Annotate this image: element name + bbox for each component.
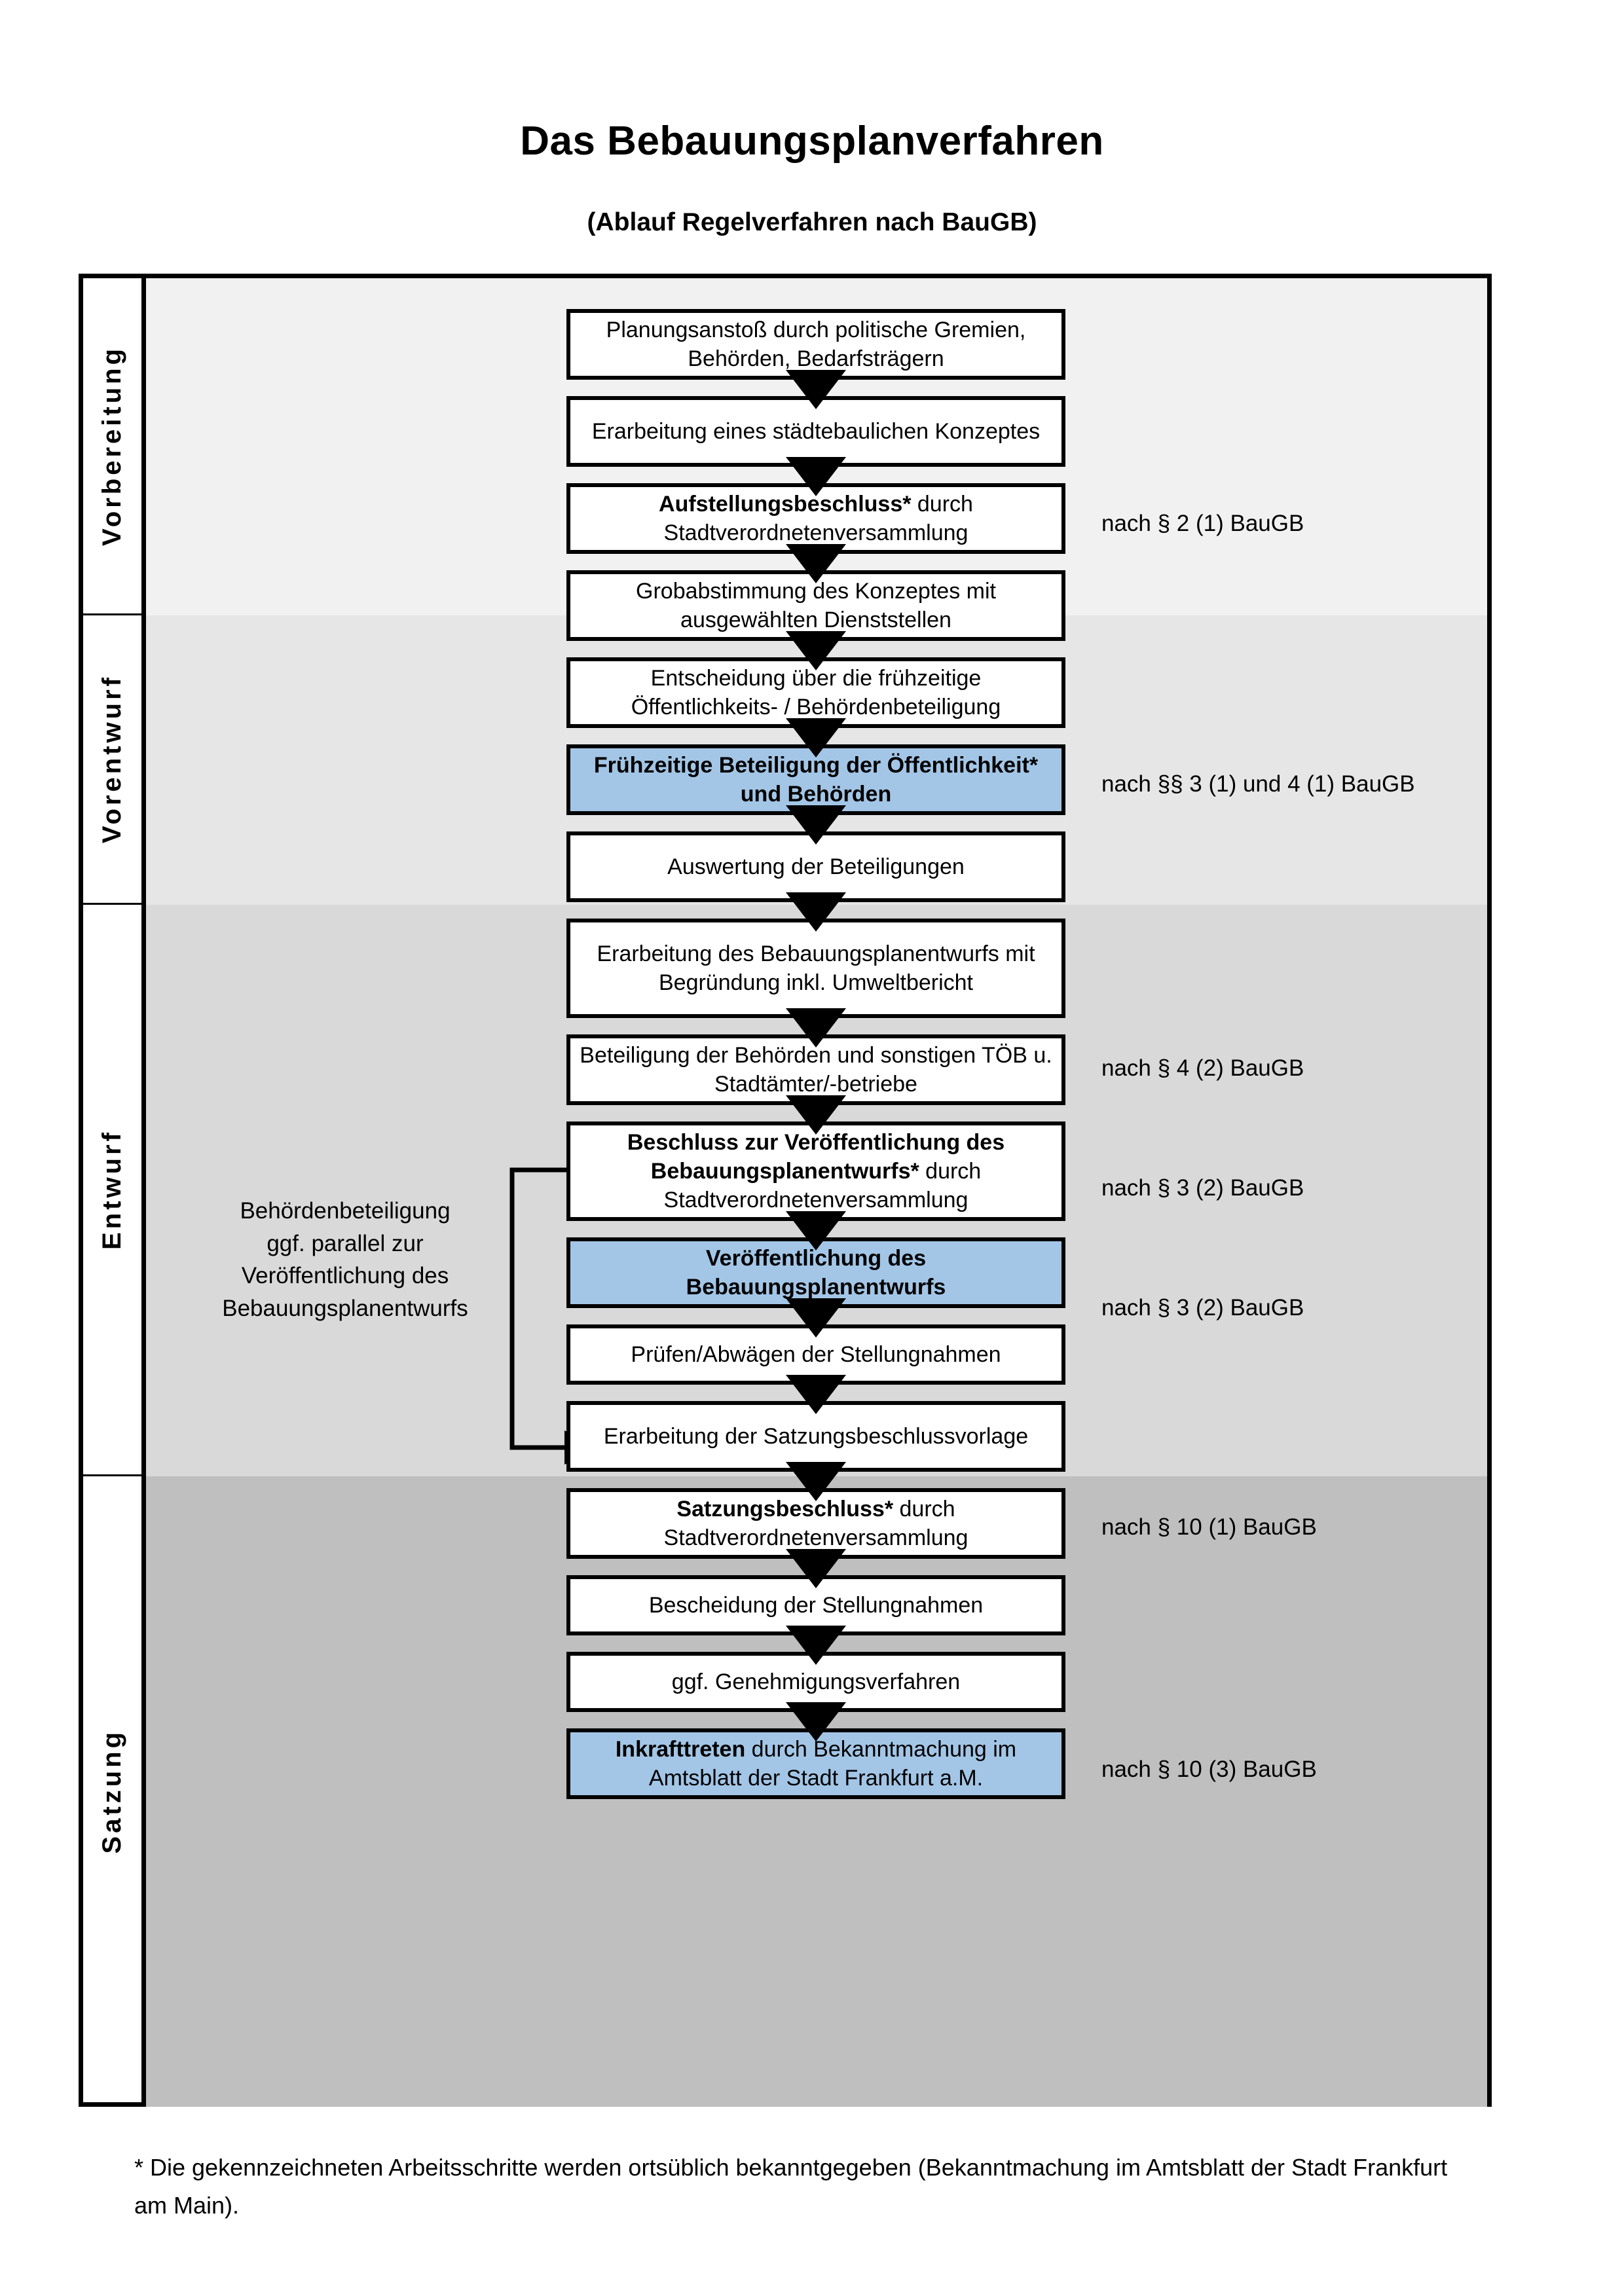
flow-arrow	[786, 718, 846, 757]
flow-arrow	[786, 1702, 846, 1741]
step-satzungsvorlage[interactable]: Erarbeitung der Satzungsbeschlussvorlage	[566, 1401, 1065, 1472]
step-bold-text: Beschluss zur Veröffentlichung des Bebau…	[627, 1129, 1005, 1184]
step-text: Erarbeitung des Bebauungsplanentwurfs mi…	[597, 941, 1035, 995]
flow-layer: Planungsanstoß durch politische Gremien,…	[83, 278, 1487, 2102]
annotation-par10-3: nach § 10 (3) BauGB	[1101, 1757, 1317, 1782]
flow-arrow	[786, 1095, 846, 1135]
annotation-par10-1: nach § 10 (1) BauGB	[1101, 1514, 1317, 1540]
flow-arrow	[786, 1626, 846, 1665]
step-text: Prüfen/Abwägen der Stellungnahmen	[631, 1341, 1001, 1367]
step-text: Planungsanstoß durch politische Gremien,…	[606, 317, 1026, 371]
flow-arrow	[786, 457, 846, 496]
step-rest-text: durch Stadtverordnetenversammlung	[663, 1496, 969, 1550]
step-text: Aufstellungsbeschluss* durch Stadtverord…	[577, 490, 1055, 547]
step-text: Bescheidung der Stellungnahmen	[648, 1592, 984, 1618]
flow-arrow	[786, 1008, 846, 1048]
step-text: Erarbeitung eines städtebaulichen Konzep…	[591, 418, 1041, 444]
step-planungsanstoss[interactable]: Planungsanstoß durch politische Gremien,…	[566, 309, 1065, 380]
sidenote-line: Behördenbeteiligung	[240, 1198, 451, 1224]
phase-label-text: Entwurf	[98, 1129, 126, 1250]
step-bold-text: Aufstellungsbeschluss*	[659, 491, 912, 517]
sidenote-line: Veröffentlichung des	[241, 1263, 449, 1289]
step-text: ggf. Genehmigungsverfahren	[671, 1669, 961, 1694]
step-beschluss-veroeff[interactable]: Beschluss zur Veröffentlichung des Bebau…	[566, 1121, 1065, 1221]
phase-label-vorentwurf: Vorentwurf	[83, 615, 141, 905]
step-rest-text: durch Stadtverordnetenversammlung	[663, 491, 973, 545]
flow-arrow	[786, 631, 846, 670]
phase-label-text: Vorentwurf	[98, 674, 126, 844]
annotation-par4-2: nach § 4 (2) BauGB	[1101, 1055, 1304, 1081]
step-text: Auswertung der Beteiligungen	[667, 854, 965, 879]
step-staedtebau-konzept[interactable]: Erarbeitung eines städtebaulichen Konzep…	[566, 396, 1065, 467]
footnote: * Die gekennzeichneten Arbeitsschritte w…	[134, 2154, 1448, 2219]
phase-label-vorbereitung: Vorbereitung	[83, 278, 141, 615]
phase-label-text: Satzung	[98, 1729, 126, 1854]
flow-arrow	[786, 1462, 846, 1501]
step-text: Veröffentlichung des Bebauungsplanentwur…	[577, 1244, 1055, 1302]
phase-label-satzung: Satzung	[83, 1476, 141, 2107]
step-text: Grobabstimmung des Konzeptes mit ausgewä…	[636, 578, 996, 632]
flow-arrow	[786, 544, 846, 583]
step-bold-text: Satzungsbeschluss*	[676, 1496, 894, 1522]
step-rest-text: durch Stadtverordnetenversammlung	[663, 1158, 982, 1213]
step-text: Satzungsbeschluss* durch Stadtverordnete…	[577, 1495, 1055, 1552]
flow-arrow	[786, 892, 846, 932]
annotation-par3-2-a: nach § 3 (2) BauGB	[1101, 1175, 1304, 1201]
phase-label-text: Vorbereitung	[98, 346, 126, 546]
sidenote-line: Bebauungsplanentwurfs	[222, 1296, 468, 1322]
step-bold-text: Inkrafttreten	[615, 1736, 746, 1762]
flow-arrow	[786, 1549, 846, 1588]
step-bold-text: Frühzeitige Beteiligung der Öffentlichke…	[593, 752, 1039, 807]
step-text: Frühzeitige Beteiligung der Öffentlichke…	[577, 751, 1055, 809]
phase-label-entwurf: Entwurf	[83, 905, 141, 1476]
phase-label-column: Vorbereitung Vorentwurf Entwurf Satzung	[83, 278, 146, 2102]
flow-arrow	[786, 1375, 846, 1414]
flow-arrow	[786, 805, 846, 845]
page-title: Das Bebauungsplanverfahren	[520, 118, 1104, 164]
step-erarbeitung-entwurf[interactable]: Erarbeitung des Bebauungsplanentwurfs mi…	[566, 919, 1065, 1018]
annotation-par2: nach § 2 (1) BauGB	[1101, 511, 1304, 536]
step-text: Beschluss zur Veröffentlichung des Bebau…	[577, 1128, 1055, 1215]
flow-arrow	[786, 1298, 846, 1338]
flow-arrow	[786, 370, 846, 409]
sidenote-behoerdenbeteiligung: Behördenbeteiligung ggf. parallel zur Ve…	[188, 1195, 502, 1325]
step-text: Beteiligung der Behörden und sonstigen T…	[580, 1042, 1052, 1097]
annotation-par3-2-b: nach § 3 (2) BauGB	[1101, 1295, 1304, 1321]
flowchart-frame: Vorbereitung Vorentwurf Entwurf Satzung …	[79, 274, 1492, 2107]
step-rest-text: durch Bekanntmachung im Amtsblatt der St…	[648, 1736, 1017, 1791]
step-text: Inkrafttreten durch Bekanntmachung im Am…	[577, 1735, 1055, 1793]
annotation-par3-4-1: nach §§ 3 (1) und 4 (1) BauGB	[1101, 771, 1415, 797]
step-bold-text: Veröffentlichung des Bebauungsplanentwur…	[686, 1245, 946, 1300]
page-subtitle: (Ablauf Regelverfahren nach BauGB)	[587, 208, 1037, 236]
step-text: Erarbeitung der Satzungsbeschlussvorlage	[603, 1423, 1029, 1449]
sidenote-line: ggf. parallel zur	[267, 1230, 424, 1256]
flow-arrow	[786, 1211, 846, 1250]
step-text: Entscheidung über die frühzeitige Öffent…	[631, 665, 1001, 720]
